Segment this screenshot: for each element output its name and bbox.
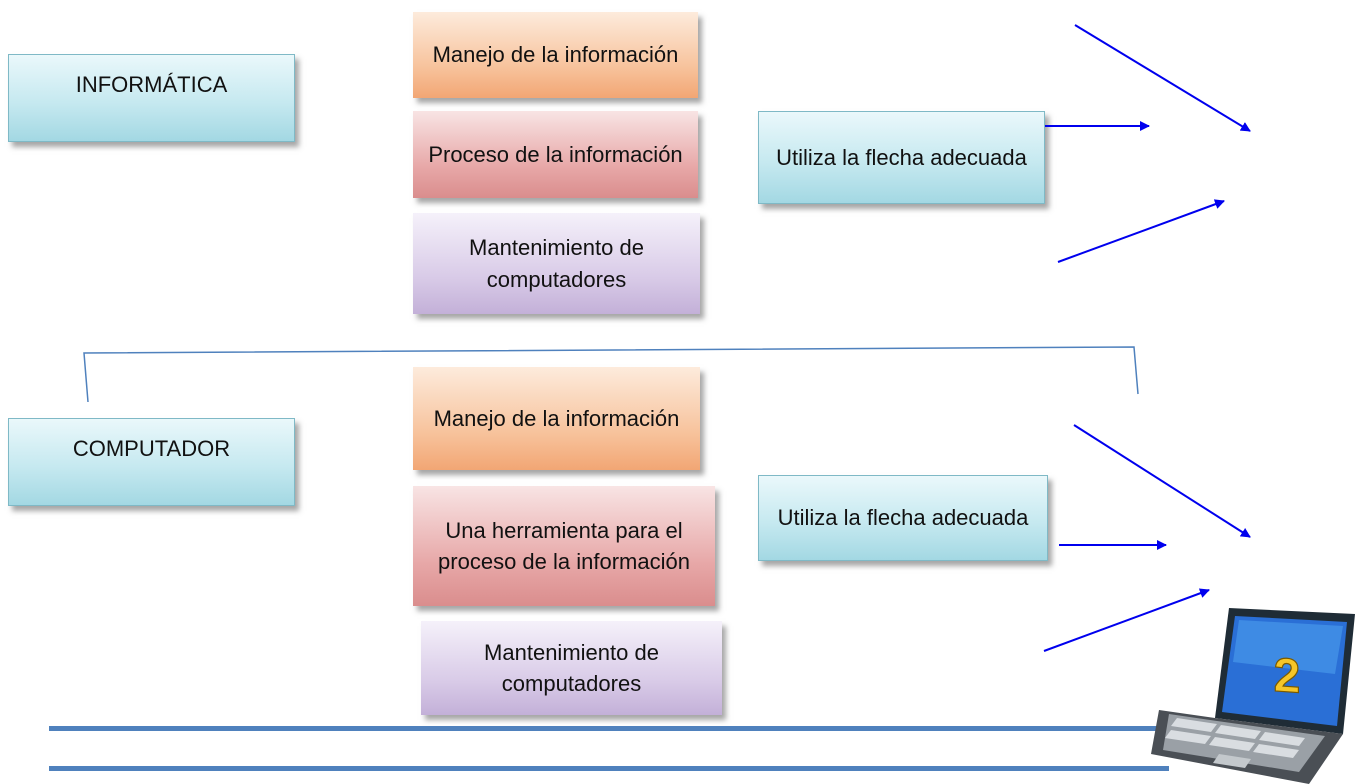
instruction-box: Utiliza la flecha adecuada	[758, 475, 1048, 561]
option-label: Manejo de la información	[433, 405, 680, 431]
option-box-herramienta[interactable]: Una herramienta para el proceso de la in…	[413, 486, 715, 606]
bracket-connector	[83, 346, 1139, 403]
instruction-label: Utiliza la flecha adecuada	[776, 144, 1027, 170]
arrow-diagonal-up[interactable]	[1043, 588, 1210, 652]
subject-label: COMPUTADOR	[72, 436, 231, 461]
arrow-diagonal-down[interactable]	[1073, 424, 1251, 538]
option-box-mantenimiento[interactable]: Mantenimiento de computadores	[421, 621, 722, 715]
arrow-diagonal-up[interactable]	[1057, 199, 1225, 263]
subject-label: INFORMÁTICA	[75, 72, 228, 97]
subject-box-computador: COMPUTADOR	[8, 418, 295, 506]
option-box-manejo[interactable]: Manejo de la información	[413, 367, 700, 470]
option-box-mantenimiento[interactable]: Mantenimiento de computadores	[413, 213, 700, 314]
option-box-manejo[interactable]: Manejo de la información	[413, 12, 698, 98]
laptop-number: 2	[1274, 649, 1301, 704]
option-box-proceso[interactable]: Proceso de la información	[413, 111, 698, 198]
option-label: Mantenimiento de computadores	[484, 639, 659, 696]
arrow-diagonal-down[interactable]	[1074, 24, 1251, 132]
footer-bar-upper	[49, 726, 1169, 731]
option-label: Manejo de la información	[432, 42, 679, 68]
instruction-label: Utiliza la flecha adecuada	[777, 505, 1029, 531]
option-label: Mantenimiento de computadores	[469, 235, 644, 292]
option-label: Una herramienta para el proceso de la in…	[438, 517, 690, 574]
subject-box-informatica: INFORMÁTICA	[8, 54, 295, 142]
option-label: Proceso de la información	[428, 141, 683, 167]
footer-bar-lower	[49, 766, 1169, 771]
instruction-box: Utiliza la flecha adecuada	[758, 111, 1045, 204]
laptop-icon: 2	[1151, 608, 1355, 784]
